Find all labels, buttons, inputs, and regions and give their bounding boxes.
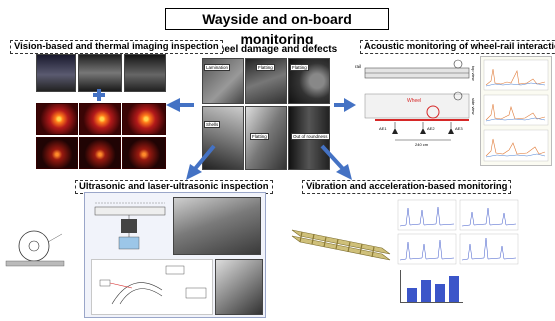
defect-label-3: Flatting <box>290 64 309 71</box>
vibration-plot-2 <box>459 199 519 231</box>
bar-chart <box>400 270 463 303</box>
wheel-sketch <box>4 222 66 272</box>
top-view-label: top view <box>471 66 476 81</box>
ultrasonic-panel <box>84 192 266 318</box>
acoustic-plot-1 <box>483 59 549 91</box>
vibration-plots-panel <box>396 198 520 304</box>
wheel-photo-1 <box>36 54 76 92</box>
bar-4 <box>449 276 459 302</box>
arrow-right-icon <box>334 98 356 112</box>
wheel-photo-2 <box>78 54 122 92</box>
acoustic-plots-panel <box>480 56 552 166</box>
laser-photo <box>215 259 263 315</box>
wheel-photo-3 <box>124 54 166 92</box>
sensor-label-1: AE1 <box>379 126 387 131</box>
thermal-image-3 <box>122 103 166 135</box>
acoustic-schematic: rail Wheel AE1 AE2 AE3 top view side vie… <box>355 54 479 166</box>
thermal-image-5 <box>79 137 121 169</box>
defect-photo-4: Shells <box>202 106 244 170</box>
defect-label-2: Flatting <box>256 64 275 71</box>
acoustic-plot-3 <box>483 129 549 162</box>
side-view-label: side view <box>471 98 476 115</box>
defect-label-4: Shells <box>204 121 221 128</box>
vibration-plot-3 <box>397 233 457 265</box>
thermal-image-1 <box>36 103 78 135</box>
acoustic-label: Acoustic monitoring of wheel-rail intera… <box>360 40 555 54</box>
sensor-label-3: AE3 <box>455 126 463 131</box>
bar-1 <box>407 288 417 302</box>
ultrasonic-photo-top <box>173 197 261 255</box>
distance-label: 240 cm <box>415 142 429 147</box>
defect-photo-6: Out of roundness <box>288 106 330 170</box>
defect-label-6: Out of roundness <box>291 133 330 140</box>
bar-2 <box>421 280 431 302</box>
rail-label: rail <box>355 64 362 69</box>
wheel-label: Wheel <box>407 98 422 104</box>
defect-label-5: Flatting <box>250 133 269 140</box>
vision-label: Vision-based and thermal imaging inspect… <box>10 40 223 54</box>
center-collage: train wheel damage and defects Laminatio… <box>186 44 338 172</box>
thermal-image-4 <box>36 137 78 169</box>
defect-photo-5: Flatting <box>245 106 287 170</box>
defect-photo-2: Flatting <box>245 58 287 104</box>
defect-photo-1: Lamination <box>202 58 244 104</box>
ultrasonic-label: Ultrasonic and laser-ultrasonic inspecti… <box>75 180 273 194</box>
center-label: train wheel damage and defects <box>186 44 338 56</box>
thermal-image-2 <box>79 103 121 135</box>
acoustic-plot-2 <box>483 94 549 126</box>
laser-schematic <box>91 259 213 315</box>
page-title: Wayside and on-board monitoring <box>165 8 389 47</box>
vision-panel <box>36 54 166 169</box>
vibration-label: Vibration and acceleration-based monitor… <box>302 180 512 194</box>
vibration-plot-4 <box>459 233 519 265</box>
defect-photo-3: Flatting <box>288 58 330 104</box>
bar-3 <box>435 284 445 302</box>
arrow-down-left-icon <box>186 144 216 180</box>
defect-label-1: Lamination <box>204 64 231 71</box>
sensor-label-2: AE2 <box>427 126 435 131</box>
ultrasonic-schematic-top <box>91 199 169 253</box>
plus-icon <box>92 88 106 102</box>
arrow-left-icon <box>166 98 194 112</box>
arrow-down-right-icon <box>320 144 352 180</box>
thermal-image-6 <box>122 137 166 169</box>
bogie-model <box>290 212 394 266</box>
vibration-plot-1 <box>397 199 457 231</box>
